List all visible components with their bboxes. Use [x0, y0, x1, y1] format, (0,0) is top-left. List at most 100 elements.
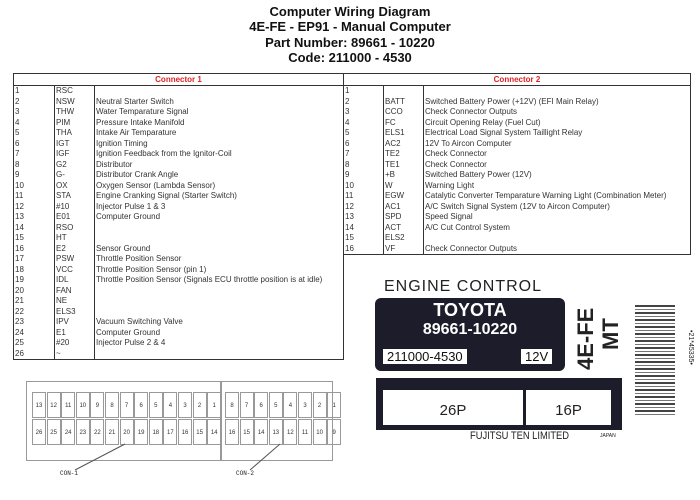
pin-description: Neutral Starter Switch [94, 96, 344, 107]
pin-cell: 2 [312, 392, 327, 418]
pin-number: 10 [15, 180, 24, 190]
pin-code: IDL [54, 275, 95, 286]
pin-cell: 26 [32, 419, 46, 445]
pin-cell: 1 [207, 392, 222, 418]
pin-cell: 8 [105, 392, 119, 418]
pin-number: 22 [15, 306, 24, 316]
pin-description: Ignition Timing [94, 138, 344, 149]
pin-description: Computer Ground [94, 327, 344, 338]
ecu-brand: TOYOTA [433, 300, 507, 320]
ecu-country: JAPAN [600, 433, 616, 439]
pin-number: 14 [345, 222, 354, 232]
pin-number: 25 [15, 338, 24, 347]
pin-code: IPV [54, 317, 95, 328]
pin-number: 3 [15, 107, 20, 116]
pin-description: Electrical Load Signal System Taillight … [423, 128, 691, 139]
pin-cell: 14 [254, 419, 269, 445]
pin-description: Switched Battery Power (12V) [423, 170, 691, 181]
ecu-engine: 4E-FE [573, 307, 598, 370]
pin-code: RSC [54, 85, 95, 97]
pin-code: NSW [54, 96, 95, 107]
pin-description: Speed Signal [423, 212, 691, 223]
pin-number: 16 [345, 243, 354, 253]
pin-number: 5 [345, 128, 350, 137]
pin-cell: 3 [178, 392, 192, 418]
pin-number: 12 [345, 201, 354, 211]
pin-code: CCO [383, 107, 424, 118]
barcode [635, 305, 675, 415]
pin-cell: 21 [105, 419, 119, 445]
pin-cell: 20 [119, 419, 134, 445]
pin-number: 8 [15, 159, 20, 169]
table-row: 22 ELS3 [14, 306, 344, 317]
pin-code: ELS3 [54, 306, 95, 317]
pin-number: 2 [15, 96, 20, 106]
pin-description: Warning Light [423, 180, 691, 191]
pin-code: E01 [54, 212, 95, 223]
pin-description: Water Temparature Signal [94, 107, 344, 118]
pin-number: 15 [15, 233, 24, 242]
pin-description: Oxygen Sensor (Lambda Sensor) [94, 180, 344, 191]
pin-number: 6 [345, 138, 350, 148]
ecu-transmission: MT [598, 318, 623, 350]
pin-number: 2 [345, 96, 350, 106]
pin-code: IGT [54, 138, 95, 149]
pin-number: 16 [15, 243, 24, 253]
pin-code: ~ [54, 348, 95, 360]
pin-number: 6 [15, 138, 20, 148]
pin-number: 23 [15, 317, 24, 326]
pin-cell: 9 [327, 419, 342, 445]
pin-cell: 22 [90, 419, 105, 445]
pin-code: PIM [54, 117, 95, 128]
pin-cell: 19 [134, 419, 149, 445]
pin-code: RSO [54, 222, 95, 233]
pin-cell: 25 [46, 419, 61, 445]
pin-cell: 7 [119, 392, 134, 418]
pin-number: 1 [15, 86, 20, 95]
ecu-heading: ENGINE CONTROL [384, 278, 543, 295]
pin-cell: 3 [298, 392, 312, 418]
pin-cell: 12 [283, 419, 298, 445]
pin-code: AC2 [383, 138, 424, 149]
pin-description: Catalytic Converter Temparature Warning … [423, 191, 691, 202]
pin-description [94, 85, 344, 97]
pin-number: 17 [15, 254, 24, 263]
pin-description: Sensor Ground [94, 243, 344, 254]
pin-cell: 16 [178, 419, 192, 445]
pin-description: Injector Pulse 2 & 4 [94, 338, 344, 349]
ecu-part-number: 89661-10220 [422, 321, 518, 338]
pin-code: NE [54, 296, 95, 307]
pin-code: TE1 [383, 159, 424, 170]
pin-description [94, 296, 344, 307]
pin-description [94, 233, 344, 244]
pin-number: 14 [15, 222, 24, 232]
pin-number: 3 [345, 107, 350, 116]
pin-cell: 12 [46, 392, 61, 418]
pin-description [94, 306, 344, 317]
ecu-label: ENGINE CONTROL TOYOTA 89661-10220 211000… [370, 270, 695, 445]
pin-code: ELS2 [383, 233, 424, 244]
pin-cell: 15 [239, 419, 254, 445]
pin-code: SPD [383, 212, 424, 223]
pin-number: 20 [15, 285, 24, 295]
pin-code: W [383, 180, 424, 191]
ecu-badge: TOYOTA 89661-10220 211000-4530 12V [375, 298, 565, 371]
pin-code: BATT [383, 96, 424, 107]
pin-code: TE2 [383, 149, 424, 160]
pin-cell: 15 [192, 419, 207, 445]
